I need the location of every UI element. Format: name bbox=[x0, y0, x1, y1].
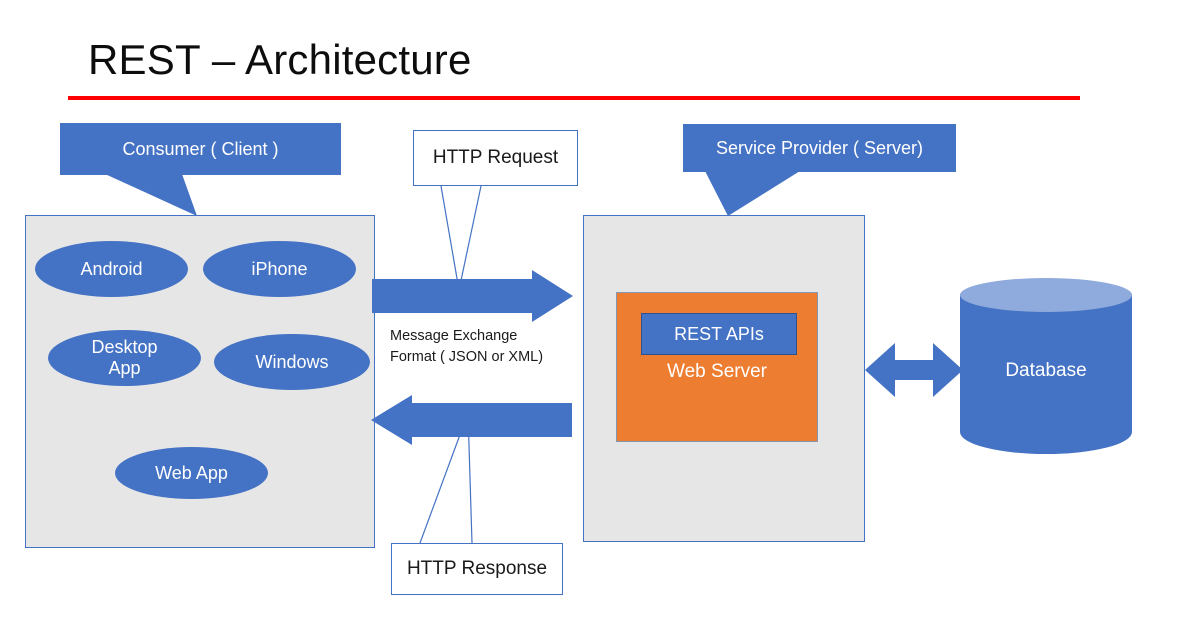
device-ellipse-web-app[interactable]: Web App bbox=[115, 447, 268, 499]
device-label-android: Android bbox=[80, 258, 143, 279]
message-format-line-1: Message Exchange bbox=[390, 328, 518, 344]
message-format-line-2: Format ( JSON or XML) bbox=[390, 349, 544, 365]
service-provider-callout[interactable]: Service Provider ( Server) bbox=[683, 124, 956, 172]
database-top-ellipse bbox=[960, 278, 1132, 312]
device-ellipse-iphone[interactable]: iPhone bbox=[203, 241, 356, 297]
device-label-iphone: iPhone bbox=[251, 258, 308, 279]
device-label-web-app: Web App bbox=[155, 462, 228, 483]
http-response-arrow bbox=[371, 395, 572, 445]
database-cylinder[interactable]: Database bbox=[960, 278, 1132, 470]
server-database-bidirectional-arrow bbox=[865, 343, 963, 397]
device-ellipse-android[interactable]: Android bbox=[35, 241, 188, 297]
device-ellipse-desktop-app[interactable]: Desktop App bbox=[48, 330, 201, 386]
http-request-arrow bbox=[372, 270, 573, 322]
device-label-windows: Windows bbox=[255, 351, 329, 372]
page-title: REST – Architecture bbox=[88, 36, 472, 83]
http-request-callout[interactable]: HTTP Request bbox=[413, 130, 578, 186]
web-server-box[interactable]: REST APIs Web Server bbox=[616, 292, 818, 442]
device-ellipse-windows[interactable]: Windows bbox=[214, 334, 370, 390]
rest-apis-box[interactable]: REST APIs bbox=[641, 313, 797, 355]
database-label: Database bbox=[1005, 360, 1087, 381]
rest-apis-label: REST APIs bbox=[674, 323, 764, 344]
http-request-callout-label: HTTP Request bbox=[432, 147, 559, 168]
consumer-callout[interactable]: Consumer ( Client ) bbox=[60, 123, 341, 175]
database-body bbox=[960, 294, 1132, 454]
web-server-label: Web Server bbox=[667, 361, 767, 382]
http-response-callout-label: HTTP Response bbox=[406, 558, 548, 579]
title-underline-rule bbox=[68, 96, 1080, 100]
device-label-desktop-app: Desktop App bbox=[91, 337, 158, 378]
service-provider-callout-label: Service Provider ( Server) bbox=[715, 137, 924, 158]
consumer-callout-label: Consumer ( Client ) bbox=[122, 138, 279, 159]
http-response-callout[interactable]: HTTP Response bbox=[391, 543, 563, 595]
service-provider-server-panel: REST APIs Web Server bbox=[583, 215, 865, 542]
message-exchange-format-label: Message Exchange Format ( JSON or XML) bbox=[390, 326, 580, 368]
